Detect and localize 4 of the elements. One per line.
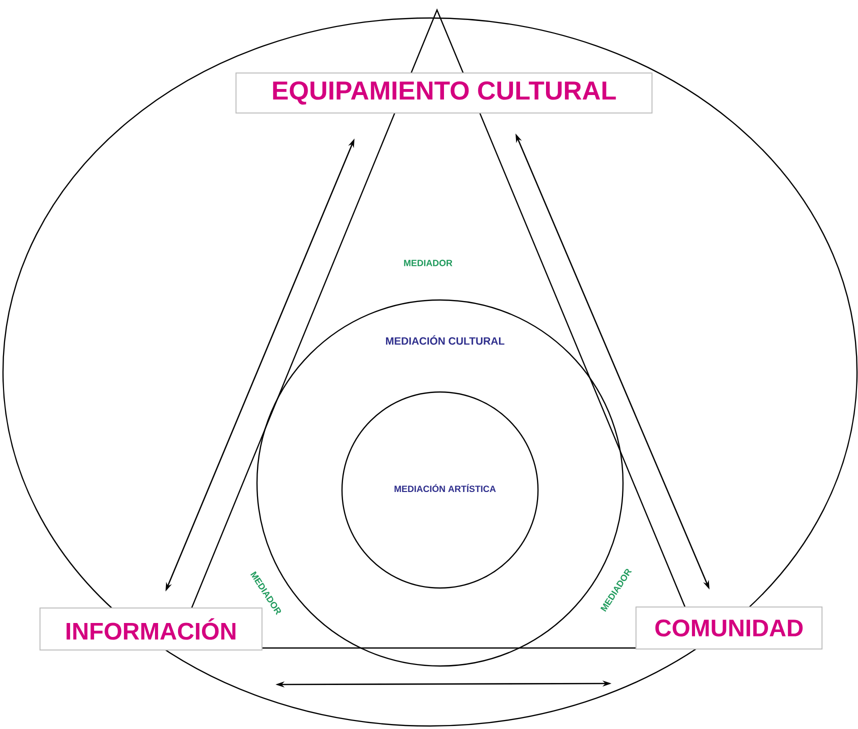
label-box: COMUNIDAD <box>636 606 823 650</box>
label-box: INFORMACIÓN <box>40 608 262 650</box>
mediator-label: MEDIADOR <box>404 260 452 266</box>
label-box: EQUIPAMIENTO CULTURAL <box>236 72 652 114</box>
